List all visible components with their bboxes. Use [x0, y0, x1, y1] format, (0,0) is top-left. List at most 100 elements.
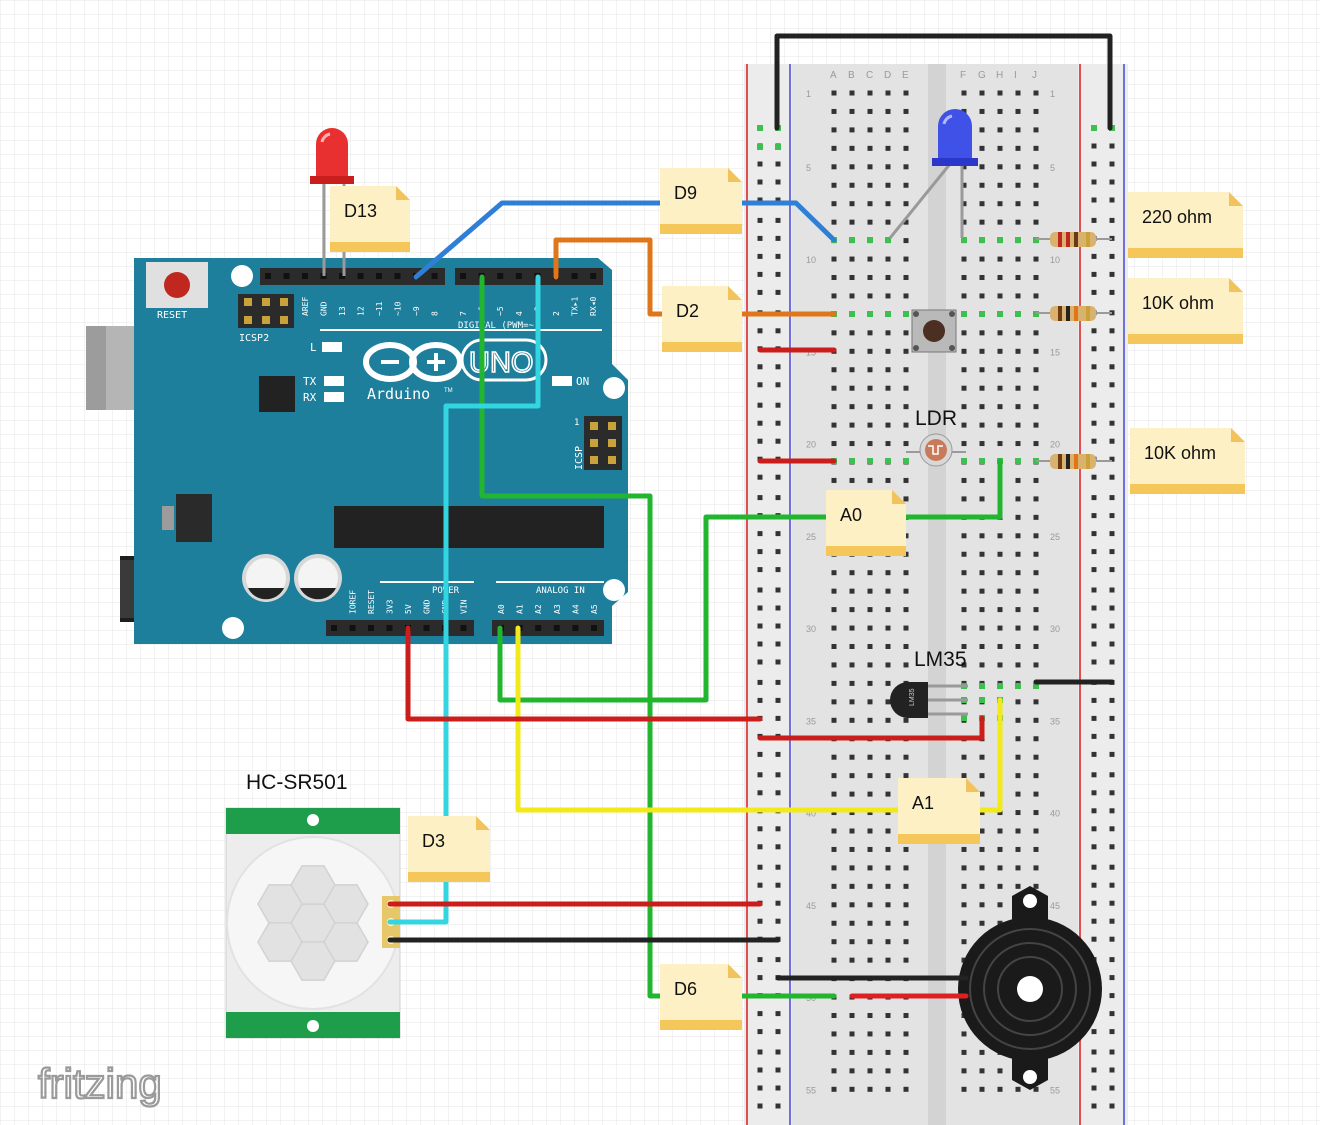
bb-hole [961, 902, 967, 908]
bb-hole [979, 293, 985, 299]
bb-rail-hole [1109, 143, 1115, 149]
bb-rail-hole [757, 957, 763, 963]
bb-hole [849, 828, 855, 834]
bb-hole [979, 791, 985, 797]
bb-hole [903, 182, 909, 188]
bb-hole [885, 625, 891, 631]
bb-hole [1033, 367, 1039, 373]
bb-hole [1015, 477, 1021, 483]
icsp-label: ICSP [574, 446, 585, 470]
bb-hole [831, 477, 837, 483]
bb-hole [961, 90, 967, 96]
led-on-label: ON [576, 375, 589, 388]
bb-row-number: 5 [1050, 163, 1055, 173]
bb-rail-hole [1109, 623, 1115, 629]
bb-hole [979, 201, 985, 207]
bb-hole [1015, 422, 1021, 428]
bb-hole [903, 865, 909, 871]
bb-hole [961, 182, 967, 188]
bb-hole [885, 441, 891, 447]
bb-hole [903, 164, 909, 170]
bb-rail-hole [757, 364, 763, 370]
bb-rail-hole [757, 328, 763, 334]
bb-rail-hole [1109, 1049, 1115, 1055]
bb-row-number: 55 [1050, 1085, 1060, 1095]
bb-hole [831, 422, 837, 428]
bb-hole [1033, 533, 1039, 539]
uno-text: UNO [469, 347, 533, 379]
bb-hole [979, 662, 985, 668]
bb-rail-hole [1091, 1049, 1097, 1055]
digital-pin-label: 13 [338, 306, 347, 316]
digital-pin-label: 8 [431, 311, 440, 316]
bb-hole [849, 644, 855, 649]
bb-hole [979, 275, 985, 280]
bb-hole [979, 625, 985, 631]
icsp-pin1-label: 1 [574, 418, 579, 428]
bb-rail-hole [1091, 587, 1097, 593]
bb-hole [1033, 441, 1039, 447]
bb-hole [849, 607, 855, 613]
bb-hole [1033, 275, 1039, 280]
bb-hole [867, 330, 873, 336]
led-tx [324, 376, 344, 386]
bb-hole [867, 699, 873, 705]
bb-hole [849, 570, 855, 576]
bb-hole [849, 1013, 855, 1018]
red-led [310, 128, 354, 276]
bb-hole [961, 1031, 967, 1037]
bb-rail-hole [775, 364, 781, 370]
bb-hole [831, 607, 837, 613]
bb-hole [903, 957, 909, 963]
bb-hole [1015, 828, 1021, 834]
bb-hole [961, 164, 967, 170]
bb-hole [831, 828, 837, 834]
bb-rail-hole [757, 271, 763, 277]
note-text: D2 [676, 301, 699, 321]
note-text: D6 [674, 979, 697, 999]
bb-hole [997, 588, 1003, 594]
bb-rail-hole [757, 217, 763, 223]
bb-rail-hole [775, 659, 781, 665]
bb-rail-hole [775, 641, 781, 647]
bb-hole [831, 367, 837, 373]
bb-hole [867, 164, 873, 170]
bb-hole [997, 1068, 1003, 1074]
bb-hole [979, 846, 985, 852]
bb-rail-hole [1109, 549, 1115, 555]
bb-hole [867, 127, 873, 133]
bb-rail-hole [775, 882, 781, 888]
bb-hole [867, 791, 873, 797]
bb-hole [885, 385, 891, 391]
bb-rail-hole [757, 826, 763, 832]
bb-rail-hole [1091, 751, 1097, 757]
bb-hole [1033, 496, 1039, 502]
bb-row-number: 30 [806, 624, 816, 634]
bb-hole [903, 625, 909, 631]
bb-hole [979, 588, 985, 594]
led-rx [324, 392, 344, 402]
bb-hole [903, 348, 909, 354]
bb-hole [867, 1068, 873, 1074]
bb-hole [831, 902, 837, 908]
bb-rail-hole [1109, 900, 1115, 906]
bb-hole [1015, 1086, 1021, 1092]
bb-rail-hole [1091, 1067, 1097, 1073]
bb-hole [903, 1049, 909, 1055]
bb-hole [885, 957, 891, 963]
bb-row-number: 35 [1050, 716, 1060, 726]
bb-hole [849, 680, 855, 686]
bb-hole [1015, 846, 1021, 852]
lm35-label: LM35 [914, 648, 967, 671]
bb-rail-hole [757, 161, 763, 167]
bb-rail-hole [757, 402, 763, 408]
bb-column-label: J [1032, 70, 1037, 81]
bb-rail-hole [757, 197, 763, 203]
blue-led [888, 109, 978, 239]
bb-hole [867, 957, 873, 963]
bb-rail-hole [1091, 715, 1097, 721]
bb-column-label: F [960, 70, 966, 81]
bb-hole [961, 367, 967, 373]
